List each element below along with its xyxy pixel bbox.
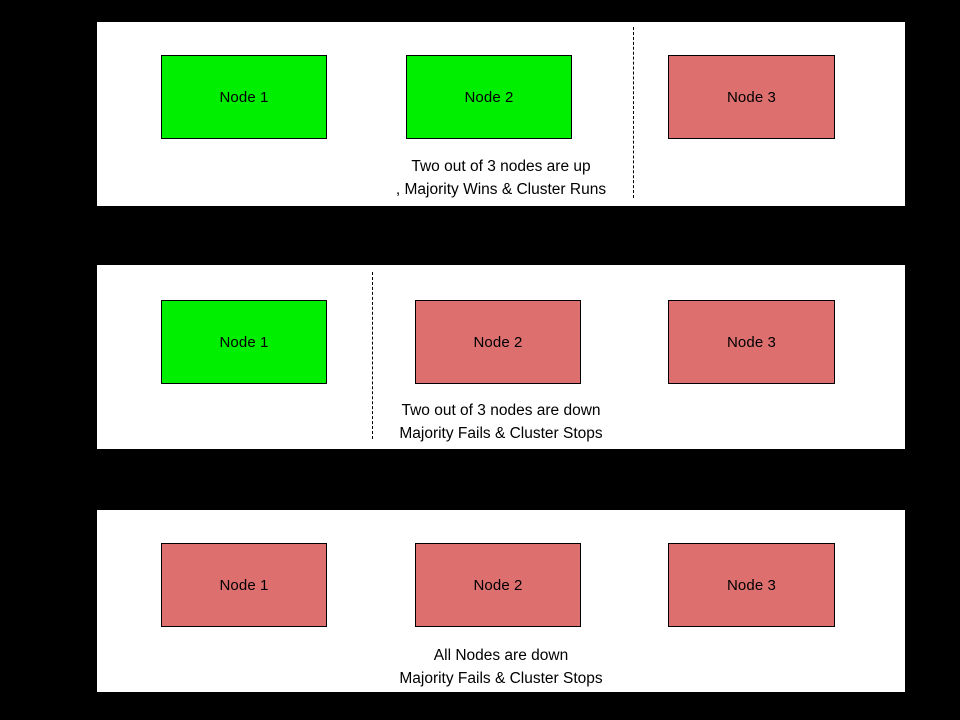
node-box-3-down[interactable]: Node 3	[668, 55, 835, 139]
node-box-3-down[interactable]: Node 3	[668, 543, 835, 627]
quorum-divider-line	[633, 27, 634, 198]
node-label: Node 1	[219, 576, 269, 594]
scenario-panel-1: Node 1 Node 2 Node 3 Two out of 3 nodes are…	[97, 22, 905, 206]
caption-line-1: Two out of 3 nodes are down	[401, 402, 601, 419]
node-box-2-up[interactable]: Node 2	[406, 55, 572, 139]
node-label: Node 3	[727, 88, 776, 106]
node-box-1-down[interactable]: Node 1	[161, 543, 327, 627]
scenario-caption: Two out of 3 nodes are up , Majority Wins…	[97, 155, 905, 201]
quorum-divider-line	[372, 272, 373, 439]
node-box-2-down[interactable]: Node 2	[415, 300, 581, 384]
node-label: Node 3	[727, 333, 776, 351]
node-box-1-up[interactable]: Node 1	[161, 300, 327, 384]
node-label: Node 2	[464, 88, 514, 106]
node-box-2-down[interactable]: Node 2	[415, 543, 581, 627]
node-label: Node 3	[727, 576, 776, 594]
scenario-panel-2: Node 1 Node 2 Node 3 Two out of 3 nodes are…	[97, 265, 905, 449]
caption-line-2: Majority Fails & Cluster Stops	[399, 425, 603, 442]
node-box-1-up[interactable]: Node 1	[161, 55, 327, 139]
caption-line-2: , Majority Wins & Cluster Runs	[395, 181, 607, 198]
caption-line-1: Two out of 3 nodes are up	[411, 158, 591, 175]
node-box-3-down[interactable]: Node 3	[668, 300, 835, 384]
caption-line-1: All Nodes are down	[433, 647, 569, 664]
node-label: Node 2	[473, 333, 523, 351]
node-label: Node 1	[219, 333, 269, 351]
caption-line-2: Majority Fails & Cluster Stops	[399, 670, 603, 687]
node-label: Node 2	[473, 576, 523, 594]
node-label: Node 1	[219, 88, 269, 106]
